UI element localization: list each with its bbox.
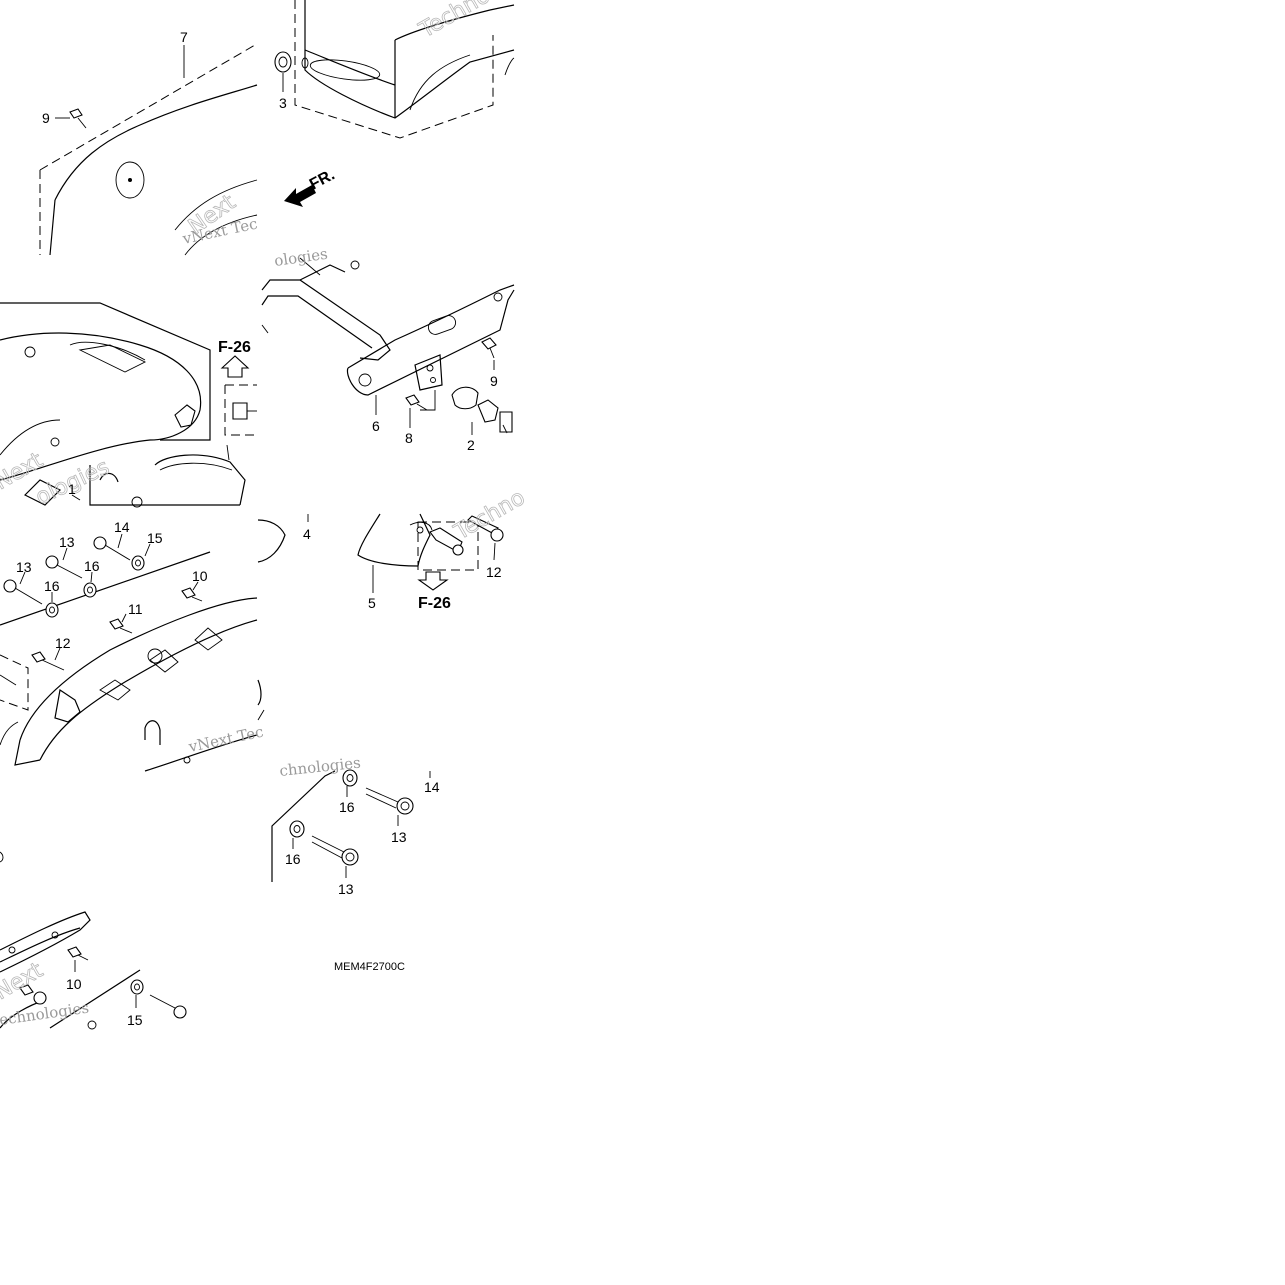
bolt-12-icon [31,651,65,671]
bolt-13-icon [365,787,414,815]
label-12-left: 12 [55,635,71,651]
label-12-right: 12 [486,564,502,580]
bolt-icon [19,984,47,1005]
washer-16-icon [83,582,97,598]
diagram-code: MEM4F2700C [334,961,405,973]
label-16-c: 16 [339,799,355,815]
tile-bolts-lower: 14 chnologies 16 13 16 13 MEM4F2 [271,754,440,973]
label-3: 3 [279,95,287,111]
label-13-b: 13 [16,559,32,575]
label-9-upper: 9 [42,110,50,126]
ref-arrow-up-icon [220,355,250,378]
label-14-upper: 14 [114,519,130,535]
bolt-12-icon [467,515,504,542]
washer-15-icon [131,555,145,571]
reference-f26-upper: F-26 [218,339,251,356]
label-5: 5 [368,595,376,611]
label-13-c: 13 [391,829,407,845]
tile-seat-cowl-assembly: F-26 Next ologies 1 [0,302,257,511]
washer-15-icon [130,979,144,995]
bolt-14-icon [93,536,131,561]
tile-grab-rail: ologies 2 9 8 6 [261,245,515,453]
bolt-13-icon [3,579,43,605]
tile-side-rail-end: 10 15 echnologies Next [0,851,187,1030]
bolt-8-icon [405,394,428,411]
label-1: 1 [68,481,76,497]
label-6: 6 [372,418,380,434]
label-11: 11 [128,601,143,617]
tile-seat-cowl-left: vNext Tec Next 9 7 [39,29,259,256]
washer-16-icon [289,820,305,838]
ref-arrow-down-icon [417,571,449,591]
label-10-lower: 10 [66,976,82,992]
label-13-d: 13 [338,881,354,897]
nut-3-icon [274,51,292,73]
label-10-upper: 10 [192,568,208,584]
bolt-14-icon [149,994,187,1019]
tile-tail-cover-right: Techno 3 FR. [274,0,515,207]
label-15-lower: 15 [127,1012,143,1028]
label-16-a: 16 [84,558,100,574]
watermark-text: ologies [273,245,329,270]
label-15-upper: 15 [147,530,163,546]
bolt-9-icon [69,108,87,129]
bolt-9-icon [481,337,497,359]
washer-16-icon [342,769,358,787]
label-16-d: 16 [285,851,301,867]
bolt-10-icon [67,946,89,961]
tile-rear-bracket: 4 5 12 F-26 Techno [257,485,530,721]
label-9-lower: 9 [490,373,498,389]
label-4: 4 [303,526,311,542]
key-lock-2-icon [451,386,513,434]
bolt-13-icon [311,835,359,866]
label-2: 2 [467,437,475,453]
tile-bolts-side-rail: 14 15 13 16 13 16 [0,519,265,772]
label-14-lower: 14 [424,779,440,795]
watermark-text: vNext Tec [186,723,265,757]
reference-f26-lower: F-26 [418,595,451,612]
watermark-text: echnologies [0,999,90,1029]
front-direction-arrow-icon [284,185,316,207]
label-13-a: 13 [59,534,75,550]
bolt-13-icon [45,555,83,579]
label-16-b: 16 [44,578,60,594]
label-7: 7 [180,29,188,45]
label-8: 8 [405,430,413,446]
washer-16-icon [45,602,59,618]
bolt-10-icon [181,587,203,602]
watermark-outline: Techno [450,485,530,545]
watermark-outline: Techno [415,0,495,44]
bolt-11-icon [109,618,133,634]
